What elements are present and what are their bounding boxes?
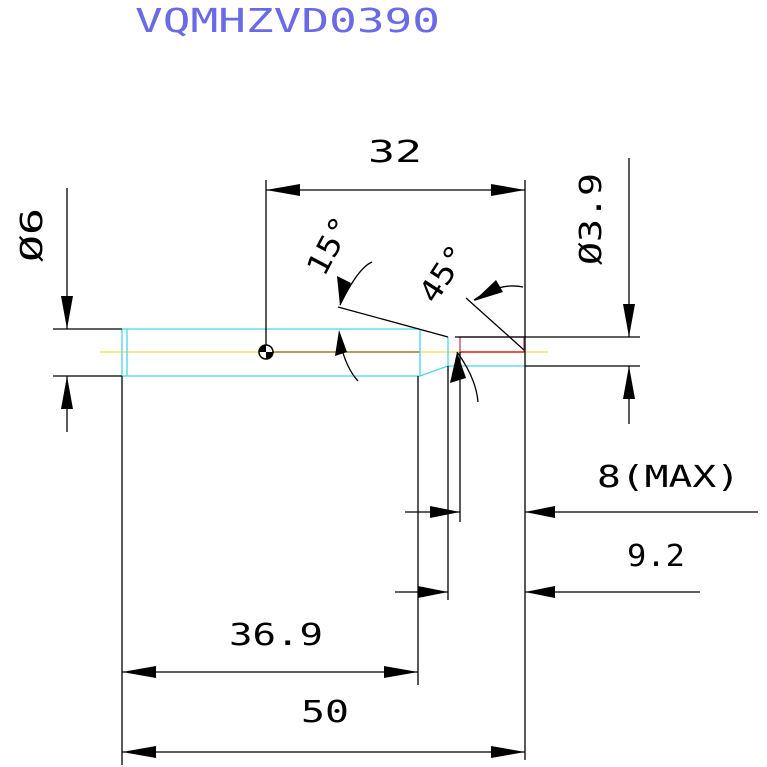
shank-outline <box>121 328 421 377</box>
center-mark-icon <box>258 344 274 360</box>
drawing-title: VQMHZVD0390 <box>135 1 440 40</box>
max-flute-length-label: 8(MAX) <box>597 460 740 495</box>
taper-outline <box>419 337 525 377</box>
tool-body <box>100 328 548 377</box>
dimension-total-length: 32 <box>266 135 525 196</box>
dimension-tip-diameter: Ø3.9 <box>574 158 635 424</box>
dimension-shank-diameter: Ø6 <box>15 188 73 432</box>
tip-outline <box>455 336 525 353</box>
extension-lines <box>53 180 640 765</box>
dimension-shank-length: 36.9 <box>122 618 418 678</box>
overall-length-label: 50 <box>301 695 349 730</box>
total-length-label: 32 <box>368 135 422 170</box>
tip-diameter-label: Ø3.9 <box>574 173 609 265</box>
taper-angle-label: 15° <box>300 211 360 282</box>
dimension-max-flute-length: 8(MAX) <box>405 460 758 518</box>
shank-diameter-label: Ø6 <box>15 208 50 262</box>
shank-length-label: 36.9 <box>229 618 323 653</box>
dimension-tip-length: 9.2 <box>395 539 700 598</box>
dimension-overall-length: 50 <box>122 695 525 758</box>
dimension-taper-angle: 15° <box>300 211 373 382</box>
tip-length-label: 9.2 <box>627 539 685 574</box>
dimension-chamfer-angle: 45° <box>412 238 524 403</box>
